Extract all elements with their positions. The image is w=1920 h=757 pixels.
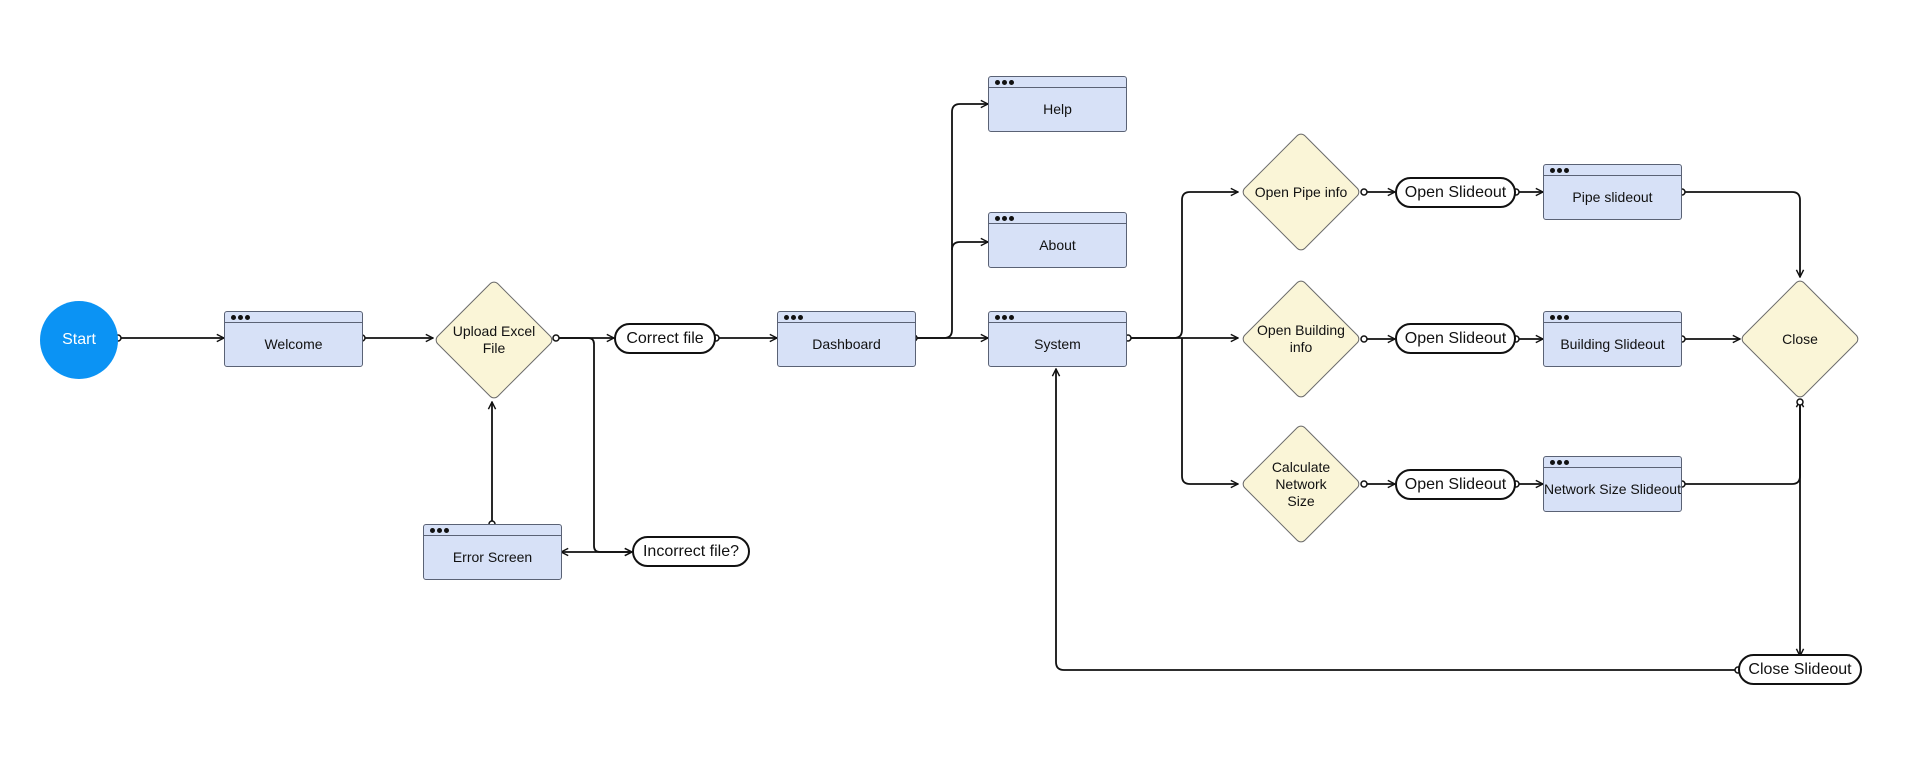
open-building-label: Open Building info [1257, 322, 1345, 355]
port-dot [1360, 480, 1368, 488]
incorrect-file-pill[interactable]: Incorrect file? [632, 536, 750, 567]
building-slideout-label: Building Slideout [1560, 336, 1665, 352]
about-screen-node[interactable]: About [988, 212, 1127, 268]
port-dot [1360, 335, 1368, 343]
window-dots-icon [1544, 312, 1681, 323]
port-dot [1360, 188, 1368, 196]
open-pipe-decision-node[interactable]: Open Pipe info [1239, 130, 1363, 254]
calc-network-label: Calculate Network Size [1271, 458, 1331, 509]
pipe-slideout-label: Pipe slideout [1572, 189, 1653, 205]
system-screen-node[interactable]: System [988, 311, 1127, 367]
edge-pipeslide-close [1682, 191, 1800, 277]
edge-dashboard-help [914, 104, 988, 339]
window-dots-icon [424, 525, 561, 536]
window-dots-icon [1544, 457, 1681, 468]
window-dots-icon [778, 312, 915, 323]
dashboard-screen-node[interactable]: Dashboard [777, 311, 916, 367]
open-slideout-pill-building[interactable]: Open Slideout [1395, 323, 1516, 354]
correct-file-pill[interactable]: Correct file [614, 323, 716, 354]
help-screen-node[interactable]: Help [988, 76, 1127, 132]
edge-dashboard-about [951, 242, 988, 251]
welcome-label: Welcome [264, 336, 323, 352]
dashboard-label: Dashboard [812, 336, 881, 352]
network-slideout-label: Network Size Slideout [1544, 481, 1681, 497]
pipe-slideout-node[interactable]: Pipe slideout [1543, 164, 1682, 220]
port-dot [552, 334, 560, 342]
about-label: About [1039, 237, 1076, 253]
close-label: Close [1782, 330, 1818, 347]
upload-label: Upload Excel File [452, 323, 536, 356]
open-pipe-label: Open Pipe info [1254, 183, 1348, 200]
close-slideout-pill[interactable]: Close Slideout [1738, 654, 1862, 685]
edge-closeslideout-system [1056, 369, 1738, 671]
upload-decision-node[interactable]: Upload Excel File [432, 278, 556, 402]
edge-system-pipe [1128, 192, 1238, 339]
start-node[interactable]: Start [40, 301, 118, 379]
network-slideout-node[interactable]: Network Size Slideout [1543, 456, 1682, 512]
window-dots-icon [989, 312, 1126, 323]
calc-network-decision-node[interactable]: Calculate Network Size [1239, 422, 1363, 546]
window-dots-icon [989, 213, 1126, 224]
building-slideout-node[interactable]: Building Slideout [1543, 311, 1682, 367]
window-dots-icon [225, 312, 362, 323]
open-building-decision-node[interactable]: Open Building info [1239, 277, 1363, 401]
edge-netslide-close [1682, 400, 1800, 485]
open-slideout-pill-pipe[interactable]: Open Slideout [1395, 177, 1516, 208]
error-screen-label: Error Screen [452, 549, 533, 565]
help-label: Help [1043, 101, 1072, 117]
window-dots-icon [989, 77, 1126, 88]
port-dot [1796, 398, 1804, 406]
system-label: System [1034, 336, 1081, 352]
window-dots-icon [1544, 165, 1681, 176]
edge-system-calc [1181, 338, 1238, 484]
welcome-screen-node[interactable]: Welcome [224, 311, 363, 367]
open-slideout-pill-network[interactable]: Open Slideout [1395, 469, 1516, 500]
edge-upload-incorrect [556, 337, 632, 552]
close-decision-node[interactable]: Close [1738, 277, 1862, 401]
error-screen-node[interactable]: Error Screen [423, 524, 562, 580]
